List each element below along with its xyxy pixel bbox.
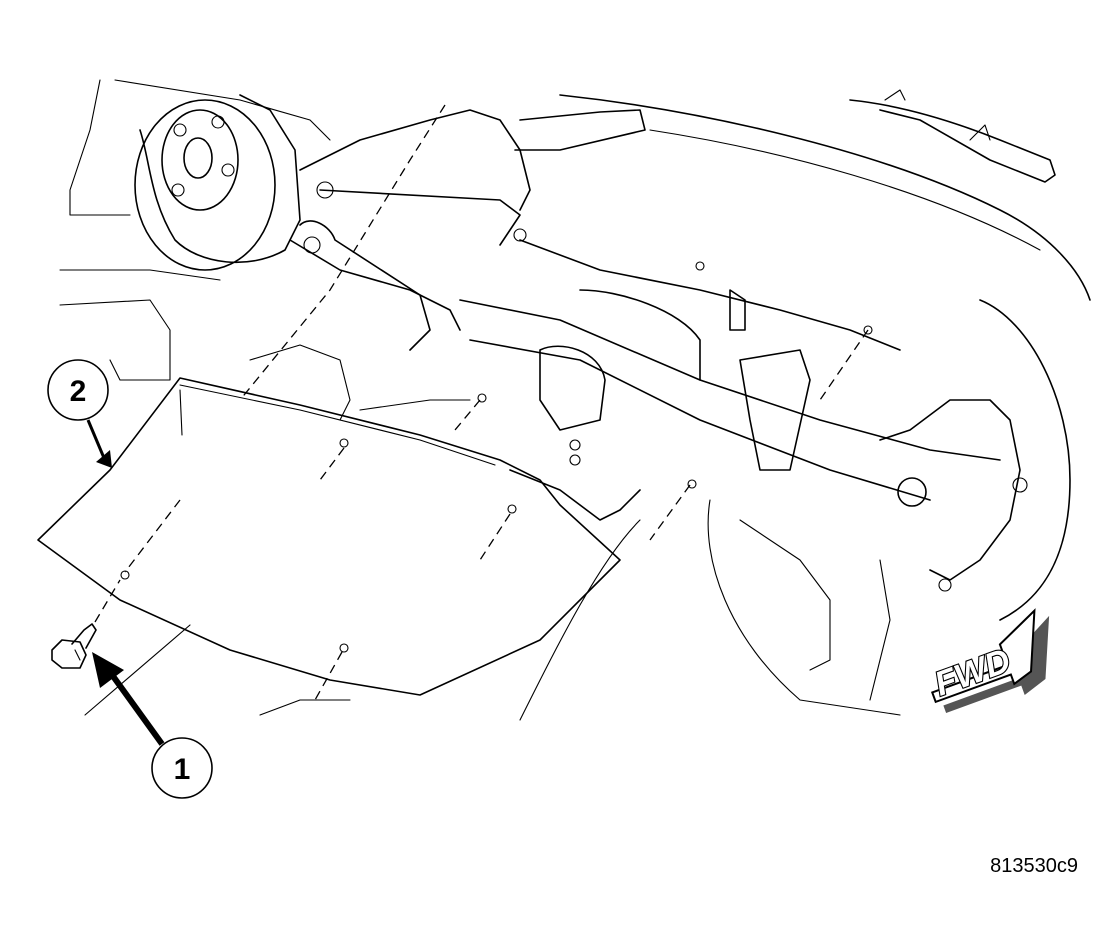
- figure-id: 813530c9: [990, 855, 1078, 877]
- callout-1: 1: [92, 652, 213, 799]
- bolt: [51, 579, 121, 669]
- fwd-direction-arrow: FWD: [929, 608, 1050, 713]
- splash-shield: [37, 377, 621, 701]
- fwd-label: FWD: [930, 641, 1016, 703]
- callout-1-number: 1: [174, 753, 191, 786]
- right-knuckle: [707, 299, 1071, 716]
- left-hub-rotor: [69, 79, 331, 271]
- callout-2-number: 2: [70, 375, 87, 408]
- upper-control-arm: [289, 109, 646, 351]
- chassis-line-art: [59, 79, 1091, 721]
- callout-2: 2: [47, 359, 112, 468]
- crossmember: [459, 239, 1001, 521]
